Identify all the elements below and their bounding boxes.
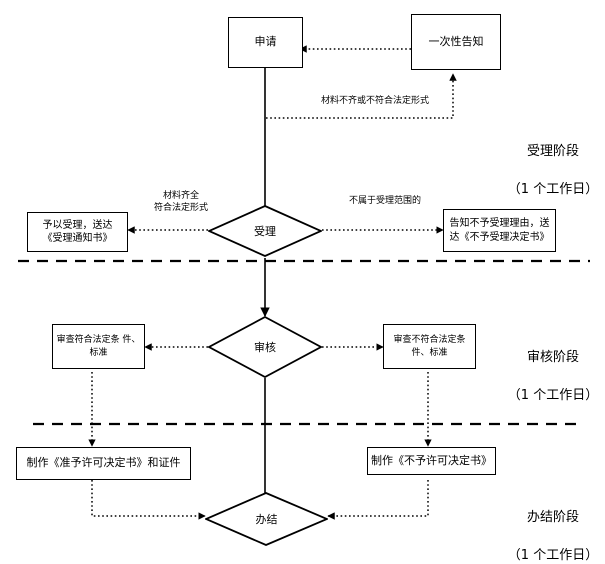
stage-completion-duration: （1 个工作日） [507, 547, 599, 563]
node-review-pass-label: 审查符合法定条 件、标准 [56, 335, 141, 358]
stage-label-review: 审核阶段 （1 个工作日） [503, 330, 603, 424]
node-permit-granted-label: 制作《准予许可决定书》和证件 [26, 456, 181, 470]
stage-review-duration: （1 个工作日） [507, 387, 599, 403]
node-review-decision-label: 审核 [254, 341, 276, 354]
node-one-time-notice-label: 一次性告知 [428, 34, 484, 48]
node-review-fail[interactable]: 审查不符合法定条 件、标准 [383, 324, 476, 369]
node-review-fail-label: 审查不符合法定条 件、标准 [393, 335, 466, 358]
stage-acceptance-duration: （1 个工作日） [507, 181, 599, 197]
node-permit-denied[interactable]: 制作《不予许可决定书》 [367, 447, 496, 475]
node-apply[interactable]: 申请 [228, 17, 303, 68]
stage-review-name: 审核阶段 [526, 349, 579, 365]
stage-label-completion: 办结阶段 （1 个工作日） [503, 490, 603, 564]
node-accept-granted-label: 予以受理，送达 《受理通知书》 [42, 219, 113, 245]
node-apply-label: 申请 [254, 35, 277, 49]
node-acceptance-decision[interactable]: 受理 [208, 205, 322, 257]
stage-label-acceptance: 受理阶段 （1 个工作日） [503, 124, 603, 218]
stage-acceptance-name: 受理阶段 [526, 143, 579, 159]
node-accept-rejected[interactable]: 告知不予受理理由，送 达《不予受理决定书》 [443, 209, 556, 252]
node-permit-granted[interactable]: 制作《准予许可决定书》和证件 [16, 447, 191, 480]
node-completion-label: 办结 [255, 513, 278, 526]
node-permit-denied-label: 制作《不予许可决定书》 [371, 453, 492, 467]
edge-deny-to-finish [327, 480, 429, 520]
edge-label-out-of-scope: 不属于受理范围的 [348, 196, 421, 206]
node-acceptance-decision-label: 受理 [254, 225, 276, 238]
edge-label-incomplete: 材料不齐或不符合法定形式 [320, 96, 429, 106]
node-completion[interactable]: 办结 [205, 492, 328, 546]
node-review-decision[interactable]: 审核 [208, 316, 322, 378]
edge-label-complete: 材料齐全 符合法定形式 [153, 191, 208, 213]
node-review-pass[interactable]: 审查符合法定条 件、标准 [52, 324, 145, 369]
edge-grant-to-finish [91, 480, 206, 520]
node-one-time-notice[interactable]: 一次性告知 [411, 14, 501, 70]
stage-completion-name: 办结阶段 [526, 509, 579, 525]
node-accept-granted[interactable]: 予以受理，送达 《受理通知书》 [27, 212, 128, 252]
node-accept-rejected-label: 告知不予受理理由，送 达《不予受理决定书》 [449, 218, 550, 243]
